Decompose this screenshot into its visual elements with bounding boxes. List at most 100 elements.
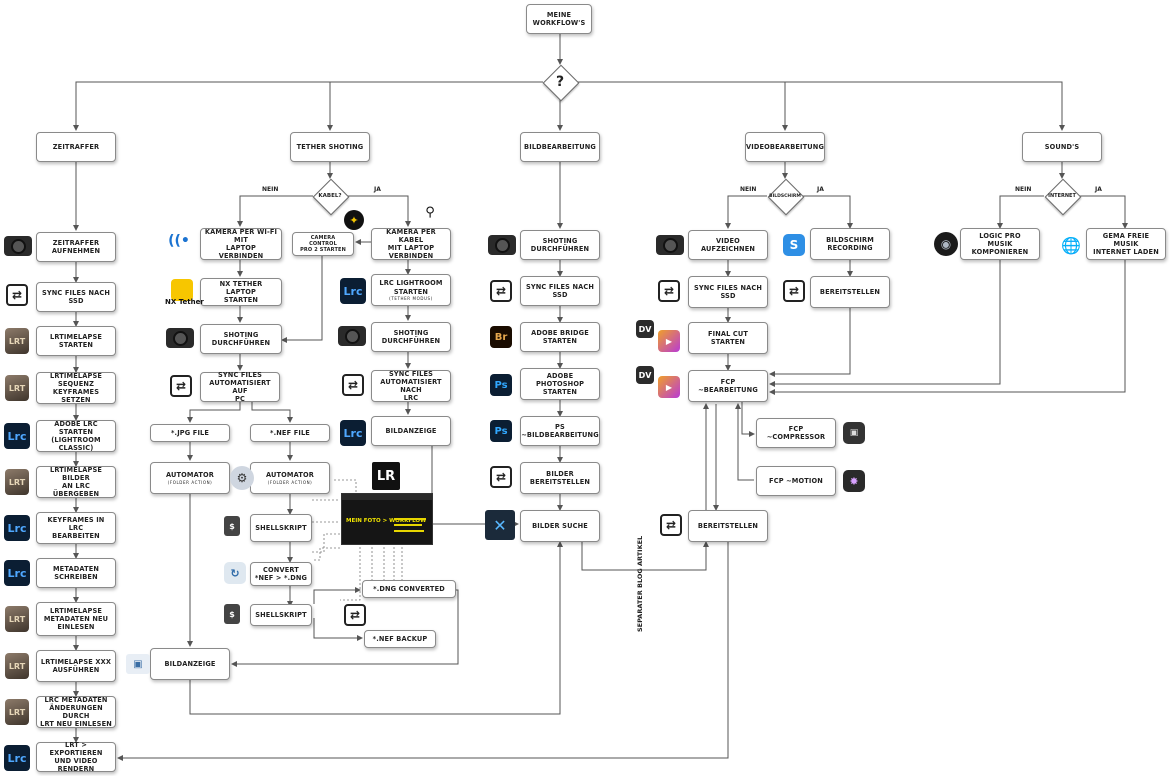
lightroom-classic-icon: Lrc	[4, 560, 30, 586]
node-text: Shoting	[542, 236, 578, 245]
node-text: Sync Files nach SSD	[693, 283, 763, 300]
node-text: LRTimelapse XXX	[40, 657, 112, 666]
node-text: FCP ~Bearbeitung	[698, 377, 758, 394]
label-ja-tether: Ja	[374, 186, 381, 193]
node-lrt-bilder: LRTimelapse Bilderan LrC übergeben	[36, 466, 116, 498]
node-jpg-file: *.JPG File	[150, 424, 230, 442]
node-bereitstellen-1: Bereitstellen	[810, 276, 890, 308]
node-text: *.NEF File	[270, 428, 310, 437]
camera-icon	[338, 326, 366, 346]
node-subtext: (Folder Action)	[167, 479, 213, 485]
node-automator-1: Automator(Folder Action)	[150, 462, 230, 494]
node-text: GEMA freie Musik	[1102, 231, 1150, 248]
lightroom-classic-icon: Lrc	[4, 515, 30, 541]
root-decision: ?	[542, 64, 580, 102]
node-text: Camera Control	[309, 234, 337, 247]
node-text: LRTimelapse Sequenz	[49, 371, 103, 388]
node-text: Recording	[827, 244, 873, 252]
category-sound-label: Sound's	[1044, 142, 1080, 151]
camera-control-pro-icon: ✦	[344, 210, 364, 230]
node-ccp-start: Camera ControlPro 2 starten	[292, 232, 354, 256]
lightroom-classic-icon: Lrc	[4, 745, 30, 771]
sync-icon: ⇄	[658, 280, 680, 302]
node-text: Bildanzeige	[385, 426, 437, 435]
node-photoshop: Adobe Photoshopstarten	[520, 368, 600, 400]
node-text: mit Laptop	[387, 244, 435, 252]
side-note: Separater Blog Artikel	[636, 535, 644, 632]
camera-icon	[4, 236, 32, 256]
node-text: PC	[235, 395, 245, 404]
node-text: FCP ~Compressor	[766, 424, 826, 441]
converter-icon: ↻	[224, 562, 246, 584]
node-text: LrC Lightroom	[379, 279, 443, 288]
nx-tether-caption: NX Tether	[165, 298, 204, 306]
node-fcp-bearbeitung: FCP ~Bearbeitung	[688, 370, 768, 402]
label-nein-tether: Nein	[262, 186, 279, 193]
node-text: Zeitraffer	[52, 238, 100, 247]
node-text: Metadaten schreiben	[52, 564, 100, 581]
category-bildbearbeitung: Bildbearbeitung	[520, 132, 600, 162]
camera-icon	[656, 235, 684, 255]
node-text: Bildschirm	[826, 235, 874, 244]
preview-icon: ▣	[126, 654, 150, 674]
node-text: Sync Files	[217, 370, 263, 379]
node-text: automatisiert nach	[380, 377, 442, 394]
node-text: LRT > Exportieren	[49, 740, 103, 757]
node-text: ausführen	[52, 666, 100, 674]
node-sync-pc: Sync Filesautomatisiert aufPC	[200, 370, 280, 404]
node-bridge: Adobe Bridgestarten	[520, 322, 600, 352]
node-text: bearbeiten	[52, 532, 100, 541]
node-lrt-xxx: LRTimelapse XXXausführen	[36, 650, 116, 682]
terminal-icon: $	[224, 604, 240, 624]
final-cut-pro-icon: ▶	[658, 376, 680, 398]
node-zeitraffer-aufnehmen: Zeitrafferaufnehmen	[36, 232, 116, 262]
node-text: Keyframes setzen	[52, 388, 100, 405]
lightroom-classic-icon: Lrc	[4, 423, 30, 449]
node-text: Sync Files nach SSD	[525, 282, 595, 299]
node-text: Bereitstellen	[697, 521, 759, 530]
photoshop-icon: Ps	[490, 374, 512, 396]
lrtimelapse-icon: LRT	[5, 653, 29, 679]
node-lrc-meta: LrC MetadatenÄnderungen durchLRT neu ein…	[36, 696, 116, 728]
camera-icon	[488, 235, 516, 255]
node-bild-shoting: Shotingdurchführen	[520, 230, 600, 260]
node-sync-lrc: Sync Filesautomatisiert nachLrC	[371, 370, 451, 402]
nx-tether-icon	[171, 279, 193, 301]
motion-icon: ✸	[843, 470, 865, 492]
sync-icon: ⇄	[170, 375, 192, 397]
node-gema-musik: GEMA freie MusikInternet laden	[1086, 228, 1166, 260]
node-text: durchführen	[530, 245, 590, 253]
category-videobearbeitung: Videobearbeitung	[745, 132, 825, 162]
node-text: Adobe Photoshop	[535, 371, 585, 388]
category-bild-label: Bildbearbeitung	[524, 142, 596, 151]
node-text: PS ~Bildbearbeitung	[521, 422, 599, 439]
node-text: Pro 2 starten	[300, 247, 346, 254]
node-zeitraffer-sync: Sync Files nach SSD	[36, 282, 116, 312]
category-tether: Tether Shoting	[290, 132, 370, 162]
node-text: Internet laden	[1093, 248, 1159, 257]
node-text: Keyframes in LrC	[47, 515, 105, 532]
adobe-bridge-icon: Br	[490, 326, 512, 348]
node-text: starten	[542, 388, 578, 397]
node-shoting-right: Shotingdurchführen	[371, 322, 451, 352]
node-text: automatisiert auf	[209, 378, 271, 395]
category-tether-label: Tether Shoting	[296, 142, 364, 151]
node-text: (Lightroom Classic)	[51, 436, 101, 453]
node-video-aufzeichnen: Video aufzeichnen	[688, 230, 768, 260]
node-lrc-start: Adobe LrC starten(Lightroom Classic)	[36, 420, 116, 452]
node-text: Änderungen durch	[49, 703, 103, 720]
node-text: *.NEF Backup	[372, 634, 428, 643]
node-text: Shellskript	[255, 523, 307, 532]
node-text: Shoting	[223, 330, 259, 339]
sync-icon: ⇄	[6, 284, 28, 306]
node-kabel-connect: Kamera per Kabelmit Laptopverbinden	[371, 228, 451, 260]
node-text: an LrC übergeben	[52, 482, 100, 499]
decision-kabel-label: Kabel?	[318, 193, 342, 199]
decision-bildschirm-label: Bildschirm	[769, 193, 801, 199]
node-text: NX Tether Laptop	[219, 279, 263, 296]
node-lrt-export: LRT > Exportierenund Video rendern	[36, 740, 116, 773]
node-text: Shellskript	[255, 610, 307, 619]
node-text: Adobe LrC starten	[54, 419, 98, 436]
davinci-resolve-icon: DV	[636, 320, 654, 338]
